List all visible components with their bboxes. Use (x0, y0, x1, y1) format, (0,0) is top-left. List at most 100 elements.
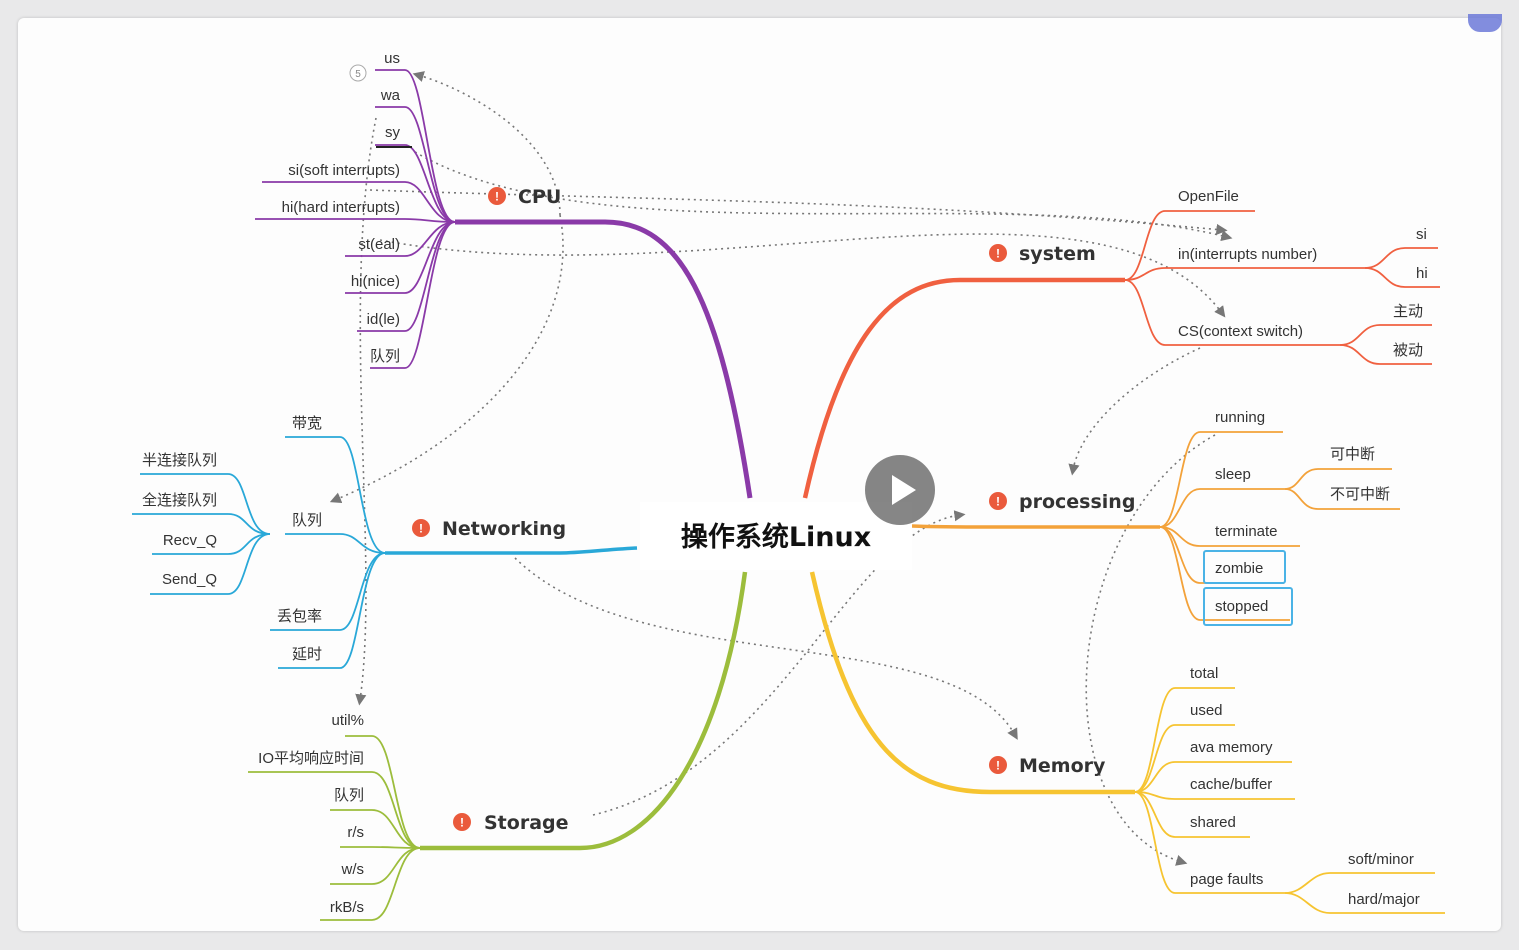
queue-connector (150, 533, 271, 595)
processing-item[interactable]: sleep (1215, 466, 1251, 483)
memory-item[interactable]: ava memory (1190, 739, 1273, 756)
interrupt-connector (1364, 267, 1440, 288)
queue-item[interactable]: 全连接队列 (142, 491, 217, 509)
interrupt-item[interactable]: hi (1416, 265, 1428, 282)
memory-item[interactable]: shared (1190, 814, 1236, 831)
cpu-subtopics: us wa sy si(soft interrupts) hi(hard int… (282, 50, 412, 365)
storage-item[interactable]: w/s (341, 861, 365, 878)
system-item[interactable]: CS(context switch) (1178, 323, 1303, 340)
interrupt-item[interactable]: si (1416, 226, 1427, 243)
memory-item[interactable]: used (1190, 702, 1223, 719)
storage-connector (345, 735, 421, 849)
sleep-connector (1284, 468, 1392, 490)
cpu-connector (370, 221, 456, 369)
memory-connector (1134, 791, 1295, 800)
cpu-item[interactable]: st(eal) (358, 236, 400, 253)
topic-processing[interactable]: ! processing (989, 491, 1135, 513)
cpu-item[interactable]: wa (380, 87, 401, 104)
memory-connector (1134, 791, 1250, 838)
networking-connector (285, 436, 386, 554)
svg-text:Memory: Memory (1019, 755, 1106, 777)
storage-item[interactable]: rkB/s (330, 899, 364, 916)
topic-storage[interactable]: ! Storage (453, 812, 569, 834)
page-fault-item[interactable]: hard/major (1348, 891, 1420, 908)
svg-text:system: system (1019, 243, 1096, 265)
memory-item[interactable]: page faults (1190, 871, 1263, 888)
svg-text:!: ! (996, 759, 1000, 773)
context-switch-item[interactable]: 主动 (1393, 303, 1423, 320)
networking-item[interactable]: 丢包率 (277, 608, 322, 625)
memory-item[interactable]: total (1190, 665, 1218, 682)
networking-item[interactable]: 带宽 (292, 415, 322, 432)
networking-connector (278, 552, 386, 669)
page-fault-item[interactable]: soft/minor (1348, 851, 1414, 868)
memory-connector (1134, 791, 1285, 894)
relation-storage-processing (592, 510, 966, 816)
cpu-connector (375, 144, 456, 223)
system-item[interactable]: in(interrupts number) (1178, 246, 1317, 263)
storage-subtopics: util% IO平均响应时间 队列 r/s w/s rkB/s (258, 712, 364, 916)
cpu-connector (255, 218, 456, 223)
memory-connector (1134, 687, 1235, 793)
queue-connector (132, 513, 271, 535)
processing-subtopics: running sleep terminate zombie stopped 可… (1203, 409, 1390, 626)
memory-connector (1134, 761, 1292, 793)
priority-1-icon (453, 813, 471, 831)
memory-item[interactable]: cache/buffer (1190, 776, 1272, 793)
storage-item[interactable]: 队列 (334, 787, 364, 804)
queue-item[interactable]: Send_Q (162, 571, 217, 588)
queue-item[interactable]: Recv_Q (163, 532, 217, 549)
system-connector (1124, 279, 1340, 346)
central-topic-box[interactable] (640, 502, 912, 570)
sleep-connector (1284, 488, 1400, 510)
storage-main-line (420, 571, 748, 851)
storage-item[interactable]: IO平均响应时间 (258, 749, 364, 767)
cpu-branch (255, 69, 753, 499)
svg-text:!: ! (996, 247, 1000, 261)
svg-text:5: 5 (355, 69, 361, 80)
cpu-item[interactable]: 队列 (370, 348, 400, 365)
processing-item[interactable]: stopped (1215, 598, 1268, 615)
storage-item[interactable]: r/s (347, 824, 364, 841)
storage-item[interactable]: util% (331, 712, 364, 729)
context-switch-connector (1339, 344, 1432, 365)
cpu-item[interactable]: si(soft interrupts) (288, 162, 400, 179)
processing-item[interactable]: zombie (1215, 560, 1263, 577)
priority-1-icon (488, 187, 506, 205)
cpu-connector (345, 221, 456, 257)
relation-networking-memory (514, 557, 1018, 740)
play-icon (892, 475, 916, 505)
sleep-item[interactable]: 可中断 (1330, 446, 1375, 463)
context-switch-item[interactable]: 被动 (1393, 342, 1423, 359)
topic-memory[interactable]: ! Memory (989, 755, 1106, 777)
svg-text:CPU: CPU (518, 186, 561, 208)
cpu-item[interactable]: hi(hard interrupts) (282, 199, 400, 216)
sleep-item[interactable]: 不可中断 (1330, 486, 1390, 503)
relation-cpu-us (412, 71, 561, 216)
topic-networking[interactable]: ! Networking (412, 518, 566, 540)
page-fault-connector (1284, 872, 1435, 894)
cpu-item[interactable]: sy (385, 124, 401, 141)
networking-item[interactable]: 队列 (292, 512, 322, 529)
networking-item[interactable]: 延时 (292, 646, 322, 663)
priority-1-icon (989, 492, 1007, 510)
topic-system[interactable]: ! system (989, 243, 1096, 265)
networking-connector (285, 533, 386, 554)
corner-logo-icon (1468, 14, 1502, 32)
play-button[interactable] (865, 455, 935, 525)
system-main-line (802, 277, 1125, 499)
topic-cpu[interactable]: ! CPU (488, 186, 561, 208)
system-subtopics: OpenFile in(interrupts number) CS(contex… (1178, 188, 1428, 359)
relation-cs-processing (1068, 347, 1201, 476)
cpu-item[interactable]: hi(nice) (351, 273, 400, 290)
central-topic-title[interactable]: 操作系统Linux (681, 521, 871, 553)
queue-item[interactable]: 半连接队列 (142, 452, 217, 469)
networking-main-line (385, 546, 638, 555)
processing-item[interactable]: terminate (1215, 523, 1278, 540)
system-item[interactable]: OpenFile (1178, 188, 1239, 205)
processing-item[interactable]: running (1215, 409, 1265, 426)
cpu-item[interactable]: id(le) (367, 311, 400, 328)
priority-1-icon (989, 756, 1007, 774)
cpu-item[interactable]: us (384, 50, 400, 67)
interrupt-connector (1364, 247, 1438, 269)
